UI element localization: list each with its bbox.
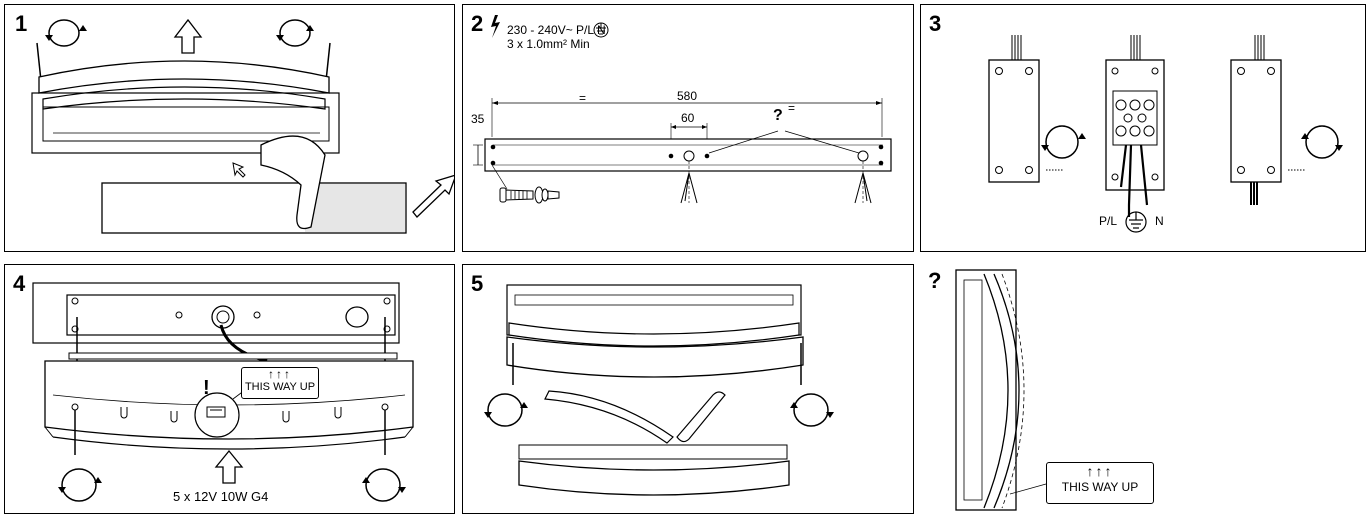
arrow-head-icon bbox=[45, 35, 53, 41]
arrow-head-icon bbox=[276, 35, 284, 41]
panel-4: 4 bbox=[4, 264, 455, 514]
warning-mark: ! bbox=[203, 377, 210, 399]
rotate-icon bbox=[487, 393, 829, 427]
dimension-total: 580 bbox=[677, 89, 698, 103]
arrow-head-icon bbox=[306, 25, 314, 31]
arrow-head-icon bbox=[94, 477, 102, 483]
bulb-spec: 5 x 12V 10W G4 bbox=[173, 489, 269, 504]
arrow-head-icon bbox=[1041, 145, 1049, 151]
big-arrow-icon bbox=[412, 174, 454, 218]
step-3-illustration bbox=[988, 35, 1343, 233]
side-view-illustration bbox=[955, 269, 1047, 511]
step-4-illustration bbox=[32, 282, 414, 502]
up-arrow-icon bbox=[214, 449, 244, 484]
arrow-head-icon bbox=[1301, 133, 1309, 139]
earth-symbol-icon bbox=[1125, 211, 1147, 233]
arrow-head-icon bbox=[790, 402, 798, 408]
earth-symbol-icon bbox=[593, 22, 609, 38]
orientation-label: ↑↑↑ THIS WAY UP bbox=[1046, 462, 1154, 504]
arrow-head-icon bbox=[58, 487, 66, 493]
rotate-icon bbox=[1045, 125, 1339, 159]
dimension-edge: 35 bbox=[471, 112, 485, 126]
panel-2: 2 bbox=[462, 4, 914, 252]
voltage-spec: 230 - 240V~ P/L N bbox=[507, 23, 606, 37]
up-arrow-icon bbox=[173, 18, 203, 54]
arrow-head-icon bbox=[79, 25, 87, 31]
dimension-equal-right: = bbox=[788, 101, 796, 115]
panel-number: 3 bbox=[929, 11, 942, 36]
step-5-illustration bbox=[484, 284, 834, 496]
arrow-head-icon bbox=[1335, 145, 1343, 151]
orientation-label: ↑↑↑ THIS WAY UP bbox=[241, 367, 319, 399]
panel-3: 3 bbox=[920, 4, 1366, 252]
arrow-head-icon bbox=[1078, 133, 1086, 139]
up-arrows-icon: ↑↑↑ bbox=[1086, 463, 1114, 479]
terminal-label-n: N bbox=[1155, 214, 1164, 228]
arrow-head-icon bbox=[398, 487, 406, 493]
orientation-text: THIS WAY UP bbox=[1061, 480, 1139, 494]
step-2-illustration bbox=[473, 15, 892, 204]
arrow-head-icon bbox=[826, 412, 834, 418]
rotate-icon bbox=[61, 468, 401, 502]
dimension-equal-left: = bbox=[579, 91, 587, 105]
arrow-head-icon bbox=[484, 412, 492, 418]
query-mark: ? bbox=[773, 107, 783, 124]
rotate-icon bbox=[48, 19, 311, 47]
pointer-arrow-icon bbox=[232, 162, 246, 178]
terminal-label-pl: P/L bbox=[1099, 214, 1118, 228]
step-1-illustration bbox=[31, 18, 454, 234]
cable-spec: 3 x 1.0mm² Min bbox=[507, 37, 590, 51]
arrow-head-icon bbox=[362, 477, 370, 483]
panel-1: 1 bbox=[4, 4, 455, 252]
screw-icon bbox=[499, 186, 560, 204]
panel-number: ? bbox=[928, 268, 942, 293]
arrow-head-icon bbox=[520, 402, 528, 408]
panel-number: 4 bbox=[13, 271, 26, 296]
panel-5: 5 bbox=[462, 264, 914, 514]
panel-hint: ? ↑↑↑ THIS WAY UP bbox=[920, 264, 1366, 514]
panel-number: 5 bbox=[471, 271, 484, 296]
panel-number: 2 bbox=[471, 11, 484, 36]
dimension-gap: 60 bbox=[681, 111, 695, 125]
up-arrows-icon: ↑↑↑ bbox=[268, 367, 292, 381]
panel-number: 1 bbox=[15, 11, 28, 36]
orientation-text: THIS WAY UP bbox=[244, 381, 316, 393]
electric-hazard-icon bbox=[491, 15, 500, 38]
